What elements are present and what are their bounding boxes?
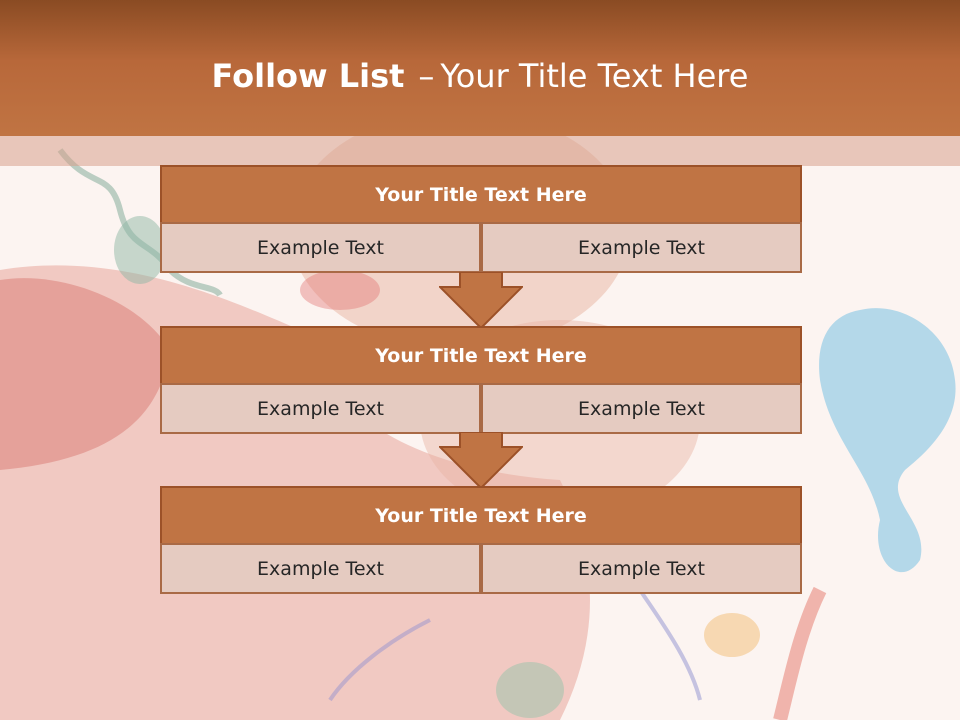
down-arrow-icon bbox=[439, 272, 523, 329]
block-cell-left: Example Text bbox=[160, 222, 481, 273]
block-cell-left: Example Text bbox=[160, 383, 481, 434]
down-arrow-icon bbox=[439, 432, 523, 489]
block-title: Your Title Text Here bbox=[160, 165, 802, 224]
title-dash: – bbox=[418, 57, 435, 95]
block-cell-right: Example Text bbox=[481, 383, 802, 434]
list-block-2: Your Title Text Here Example Text Exampl… bbox=[160, 326, 802, 434]
block-cell-right: Example Text bbox=[481, 222, 802, 273]
list-block-3: Your Title Text Here Example Text Exampl… bbox=[160, 486, 802, 594]
title-rest: Your Title Text Here bbox=[440, 57, 749, 95]
block-cell-right: Example Text bbox=[481, 543, 802, 594]
block-title: Your Title Text Here bbox=[160, 486, 802, 545]
title-bold: Follow List bbox=[211, 57, 405, 95]
slide-title: Follow List–Your Title Text Here bbox=[0, 52, 960, 100]
slide-header bbox=[0, 0, 960, 136]
list-block-1: Your Title Text Here Example Text Exampl… bbox=[160, 165, 802, 273]
block-title: Your Title Text Here bbox=[160, 326, 802, 385]
block-cell-left: Example Text bbox=[160, 543, 481, 594]
header-strip bbox=[0, 136, 960, 166]
